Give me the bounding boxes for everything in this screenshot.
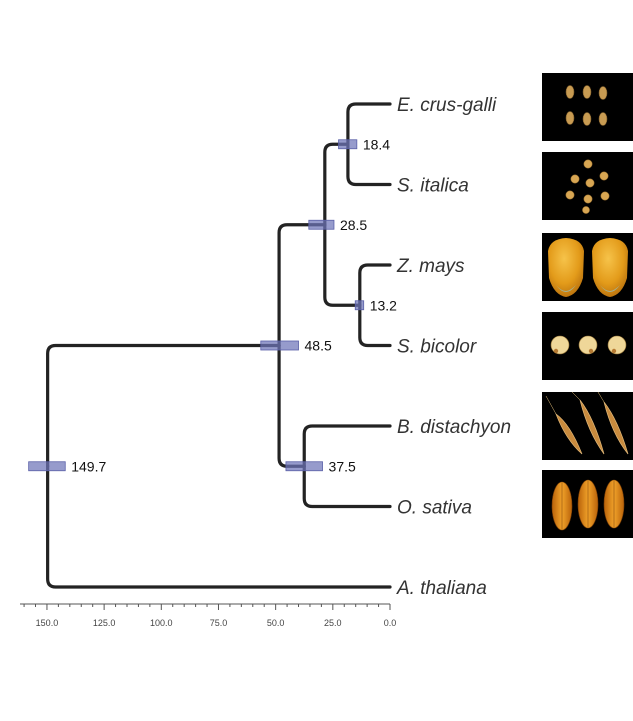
node-age-label-n2: 13.2 xyxy=(370,297,397,313)
tree-branches xyxy=(46,102,392,589)
axis-tick-label: 125.0 xyxy=(93,618,116,628)
branch-n1-t1 xyxy=(346,102,392,146)
taxon-label-t3: Z. mays xyxy=(396,256,465,277)
age-bar-n3 xyxy=(308,219,335,230)
age-bar-n5 xyxy=(260,340,299,351)
taxon-labels: E. crus-galli S. italica Z. mays S. bicolor… xyxy=(396,95,511,599)
axis-tick-label: 50.0 xyxy=(267,618,285,628)
branch-n6-t7 xyxy=(46,464,392,589)
taxon-label-t2: S. italica xyxy=(397,176,469,197)
branch-n2-t3 xyxy=(358,263,392,307)
age-bar-n6 xyxy=(28,461,66,472)
node-age-label-n4: 37.5 xyxy=(329,458,356,474)
echinochloa-seed-photo xyxy=(542,73,633,141)
taxon-label-t7: A. thaliana xyxy=(396,578,487,599)
branch-n6-n5 xyxy=(46,343,281,468)
maize-kernel-photo xyxy=(542,233,633,301)
branch-n2-t4 xyxy=(358,303,392,348)
node-age-label-n1: 18.4 xyxy=(363,136,390,152)
branch-n4-t6 xyxy=(302,464,392,509)
rice-grain-photo xyxy=(542,470,633,538)
node-age-label-n3: 28.5 xyxy=(340,217,367,233)
taxon-label-t5: B. distachyon xyxy=(397,417,511,438)
age-bar-n4 xyxy=(285,461,323,472)
axis-tick-label: 25.0 xyxy=(324,618,342,628)
branch-n3-n1 xyxy=(323,142,350,227)
branch-n1-t2 xyxy=(346,142,392,187)
axis-tick-label: 100.0 xyxy=(150,618,173,628)
node-age-bars xyxy=(28,139,365,472)
age-bar-n2 xyxy=(354,300,365,311)
setaria-seed-photo xyxy=(542,152,633,220)
taxon-label-t4: S. bicolor xyxy=(397,337,477,358)
taxon-label-t6: O. sativa xyxy=(397,498,472,519)
brachypodium-seed-photo xyxy=(542,391,633,460)
axis-tick-label: 0.0 xyxy=(384,618,397,628)
branch-n3-n2 xyxy=(323,223,362,307)
branch-n5-n3 xyxy=(277,223,327,348)
axis-tick-label: 75.0 xyxy=(210,618,228,628)
node-age-label-n5: 48.5 xyxy=(305,338,332,354)
time-axis: 150.0 125.0 100.0 75.0 50.0 25.0 0.0 xyxy=(20,603,397,628)
branch-n5-n4 xyxy=(277,343,306,468)
node-age-labels: 18.4 13.2 28.5 37.5 48.5 149.7 xyxy=(71,136,397,474)
axis-tick-label: 150.0 xyxy=(36,618,59,628)
age-bar-n1 xyxy=(338,139,358,150)
sorghum-seed-photo xyxy=(542,312,633,380)
node-age-label-n6: 149.7 xyxy=(71,458,106,474)
taxon-label-t1: E. crus-galli xyxy=(397,95,497,116)
branch-n4-t5 xyxy=(302,424,392,468)
